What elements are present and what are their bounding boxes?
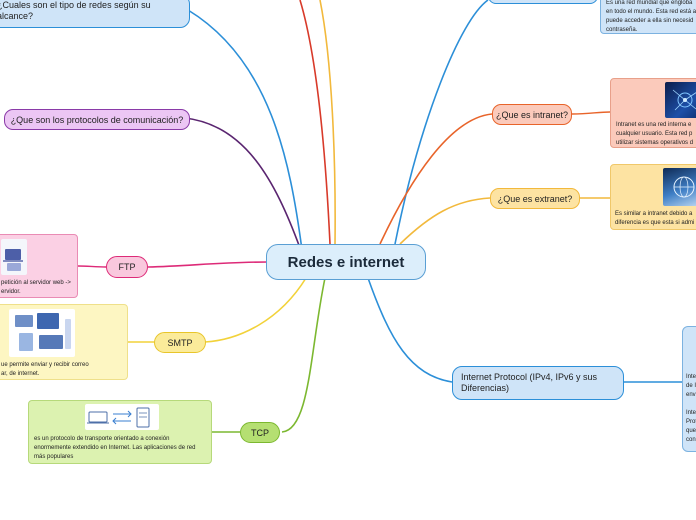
- note-smtp: ue permite enviar y recibir correo ar, d…: [0, 304, 128, 380]
- note-extranet: Es similar a intranet debido a diferenci…: [610, 164, 696, 230]
- topic-smtp-label: SMTP: [167, 337, 193, 348]
- topic-tcp[interactable]: TCP: [240, 422, 280, 443]
- note-ip: Inte de I env Inte Prot que con: [682, 326, 696, 452]
- topic-intranet[interactable]: ¿Que es intranet?: [492, 104, 572, 125]
- digital-globe-icon: [663, 168, 696, 206]
- link-internet-protocol: [367, 277, 453, 383]
- central-topic[interactable]: Redes e internet: [266, 244, 426, 280]
- link-top-blue: [394, 0, 489, 245]
- note-tcp-text: es un protocolo de transporte orientado …: [34, 436, 196, 460]
- link-protocolos: [184, 117, 301, 249]
- link-smtp: [204, 277, 307, 343]
- link-top-gold: [319, 0, 336, 245]
- network-blue-icon: [665, 82, 696, 118]
- topic-internet-protocol[interactable]: Internet Protocol (IPv4, IPv6 y sus Dife…: [452, 366, 624, 400]
- link-intranet: [379, 113, 493, 245]
- note-intranet: Intranet es una red interna e cualquier …: [610, 78, 696, 148]
- topic-top-right-partial[interactable]: [488, 0, 598, 4]
- topic-redes-alcance-label: ¿Cuales son el tipo de redes según su al…: [0, 0, 151, 21]
- link-intranet-note: [571, 111, 611, 115]
- devices-icon: [9, 309, 75, 357]
- topic-ftp[interactable]: FTP: [106, 256, 148, 278]
- link-redes-alcance: [187, 9, 303, 251]
- topic-redes-alcance[interactable]: ¿Cuales son el tipo de redes según su al…: [0, 0, 190, 28]
- topic-internet-protocol-label: Internet Protocol (IPv4, IPv6 y sus Dife…: [461, 372, 598, 393]
- note-ip-text: Inte de I env Inte Prot que con: [686, 374, 696, 443]
- topic-tcp-label: TCP: [251, 427, 269, 438]
- note-smtp-text: ue permite enviar y recibir correo ar, d…: [1, 362, 89, 377]
- link-ftp: [147, 261, 269, 268]
- topic-intranet-label: ¿Que es intranet?: [495, 109, 569, 120]
- note-tcp: es un protocolo de transporte orientado …: [28, 400, 212, 464]
- note-extranet-text: Es similar a intranet debido a diferenci…: [615, 211, 695, 226]
- link-tcp: [281, 277, 326, 433]
- link-extranet: [399, 197, 491, 245]
- link-ftp-note: [77, 265, 107, 268]
- note-ftp: petición al servidor web -> ervidor.: [0, 234, 78, 298]
- topic-extranet-label: ¿Que es extranet?: [497, 193, 573, 204]
- topic-ftp-label: FTP: [118, 262, 136, 272]
- note-intranet-text: Intranet es una red interna e cualquier …: [616, 122, 694, 146]
- note-internet: Es una red mundial que engloba en todo e…: [600, 0, 696, 34]
- topic-protocolos-label: ¿Que son los protocolos de comunicación?: [10, 114, 184, 125]
- link-top-red: [299, 0, 331, 245]
- topic-smtp[interactable]: SMTP: [154, 332, 206, 353]
- topic-protocolos[interactable]: ¿Que son los protocolos de comunicación?: [4, 109, 190, 130]
- laptops-icon: [1, 239, 27, 275]
- note-internet-text: Es una red mundial que engloba en todo e…: [606, 0, 696, 33]
- tcp-transfer-icon: [85, 404, 159, 430]
- note-ftp-text: petición al servidor web -> ervidor.: [1, 280, 71, 295]
- topic-extranet[interactable]: ¿Que es extranet?: [490, 188, 580, 209]
